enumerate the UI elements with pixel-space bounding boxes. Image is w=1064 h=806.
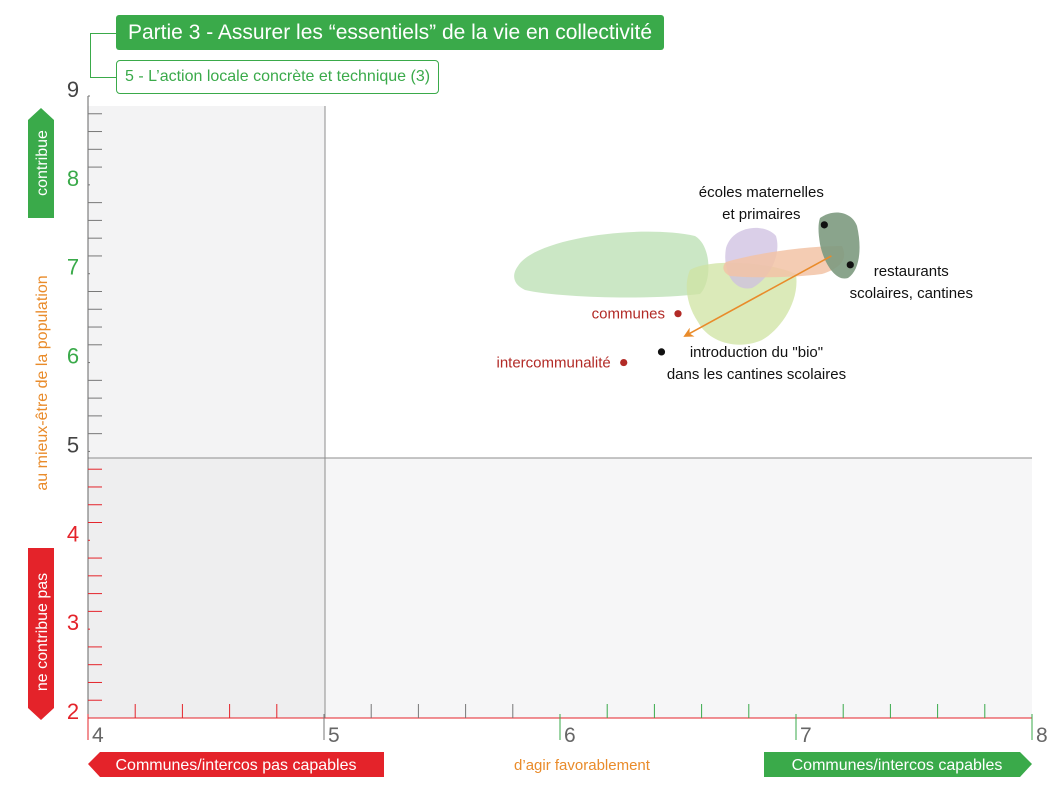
data-point-label: communes xyxy=(592,306,665,323)
y-tick-label: 6 xyxy=(67,344,79,369)
data-point-marker xyxy=(674,310,682,318)
x-flag-left-arrow xyxy=(88,752,384,777)
data-point-label-line: communes xyxy=(592,306,665,323)
x-flag-right-arrow xyxy=(764,752,1032,777)
y-tick-label: 7 xyxy=(67,255,79,280)
zones-layer xyxy=(514,212,860,345)
data-point-label: introduction du "bio" dans les cantines s… xyxy=(667,344,846,383)
data-points-layer: écoles maternelles et primaires restaurant… xyxy=(497,184,973,383)
y-tick-label: 8 xyxy=(67,166,79,191)
data-point-label-line: et primaires xyxy=(722,206,800,223)
data-point-marker xyxy=(846,261,854,269)
data-point-label: écoles maternelles et primaires xyxy=(699,184,824,223)
data-point-marker xyxy=(820,221,828,229)
page-title: Partie 3 - Assurer les “essentiels” de l… xyxy=(116,15,665,50)
data-point-marker xyxy=(620,358,628,367)
x-flag-right-label: Communes/intercos capables xyxy=(792,757,1003,774)
data-point-marker xyxy=(657,348,666,356)
y-tick-label: 3 xyxy=(67,610,79,635)
y-minor-ticks xyxy=(88,95,102,719)
y-tick-label: 5 xyxy=(67,432,79,457)
data-point-label-line: intercommunalité xyxy=(497,355,611,372)
data-point-label-line: écoles maternelles xyxy=(699,184,824,201)
data-point-label: intercommunalité xyxy=(497,355,611,372)
x-tick-label: 4 xyxy=(92,724,104,747)
y-tick-label: 9 xyxy=(67,77,79,102)
y-tick-label: 2 xyxy=(67,699,79,724)
x-axis-title: d’agir favorablement xyxy=(514,757,651,774)
x-tick-label: 5 xyxy=(328,724,340,747)
quadrant-bottom-left xyxy=(88,458,325,718)
quadrant-bottom-right xyxy=(325,458,1032,718)
x-minor-ticks xyxy=(87,704,1033,740)
trend-arrow xyxy=(683,255,832,337)
y-tick-label: 4 xyxy=(67,521,79,546)
data-point-label-line: scolaires, cantines xyxy=(850,285,973,302)
page-subtitle: 5 - L’action locale concrète et techniqu… xyxy=(116,60,440,94)
data-point-label-line: introduction du "bio" xyxy=(690,344,823,361)
y-flag-bottom-arrow xyxy=(28,548,54,720)
x-tick-labels: 4 5 6 7 8 xyxy=(92,724,1048,747)
y-flag-top-arrow xyxy=(28,108,54,218)
quadrant-top-left xyxy=(88,106,325,458)
zone-intercos-lime xyxy=(686,262,797,345)
x-tick-label: 8 xyxy=(1036,724,1048,747)
x-flag-left-label: Communes/intercos pas capables xyxy=(115,757,356,774)
data-point-label-line: dans les cantines scolaires xyxy=(667,366,846,383)
zone-communes-green xyxy=(514,231,709,298)
y-flag-top-label: contribue xyxy=(34,130,51,196)
zone-cantines-peach xyxy=(723,246,845,278)
x-tick-label: 7 xyxy=(800,724,812,747)
data-point-label: restaurants scolaires, cantines xyxy=(850,263,973,302)
y-flag-bottom-label: ne contribue pas xyxy=(34,573,51,691)
data-point-label-line: restaurants xyxy=(874,263,949,280)
title-connector-line xyxy=(90,33,117,78)
y-tick-labels: 2 3 4 5 6 7 8 9 xyxy=(67,77,79,724)
y-axis-title: au mieux-être de la population xyxy=(34,275,51,490)
x-tick-label: 6 xyxy=(564,724,576,747)
